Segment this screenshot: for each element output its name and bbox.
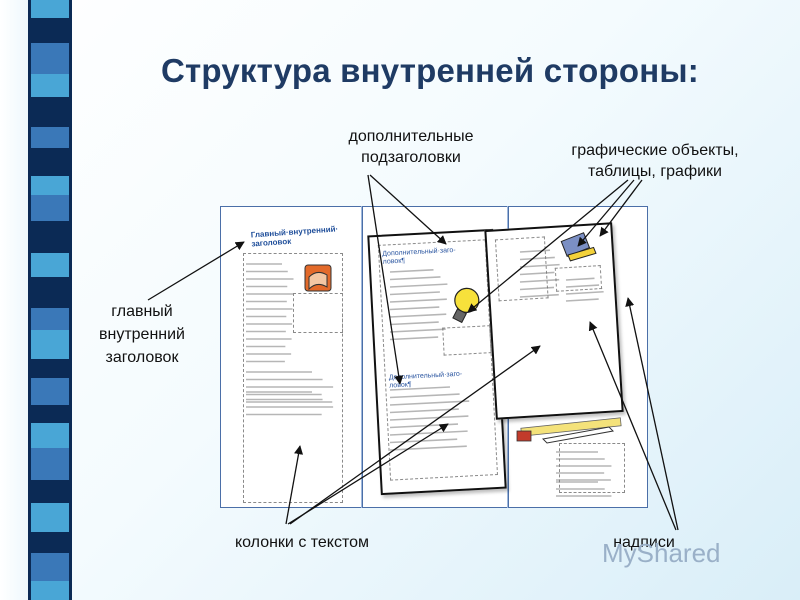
text-column-right — [494, 236, 549, 302]
stripe-segment — [31, 479, 69, 503]
caption-box-middle — [442, 325, 492, 356]
stripe-segment — [31, 553, 69, 582]
caption-box-left — [293, 293, 343, 333]
decorative-stripe — [28, 0, 72, 600]
stripe-segment — [31, 17, 69, 43]
stripe-segment — [31, 532, 69, 554]
brochure-main-heading: Главный·внутренний· заголовок — [250, 224, 339, 249]
stripe-segment — [31, 0, 69, 18]
stripe-segment — [31, 127, 69, 148]
text-column-middle — [377, 239, 498, 481]
label-additional-subheadings: дополнительные подзаголовки — [348, 128, 474, 166]
pencil-ruler-icon — [516, 417, 622, 444]
caption-box-bottom-right — [559, 443, 625, 493]
stripe-segment — [31, 405, 69, 424]
stripe-segment — [31, 581, 69, 600]
computer-icon — [560, 232, 597, 262]
brochure-sheet-right — [484, 222, 624, 420]
label-main-inner-heading: главный внутренний заголовок — [98, 303, 185, 366]
left-margin-shade — [0, 0, 28, 600]
stripe-segment — [31, 74, 69, 98]
stripe-segment — [31, 358, 69, 379]
caption-box-right — [554, 265, 603, 292]
stripe-segment — [31, 502, 69, 533]
stripe-segment — [31, 194, 69, 221]
slide-title: Структура внутренней стороны: — [161, 52, 699, 89]
stripe-segment — [31, 42, 69, 75]
stripe-segment — [31, 307, 69, 330]
stripe-segment — [31, 329, 69, 359]
label-captions: надписи — [613, 534, 675, 551]
stripe-segment — [31, 253, 69, 278]
stripe-segment — [31, 423, 69, 448]
stripe-segment — [31, 147, 69, 176]
stripe-segment — [31, 97, 69, 128]
stripe-segment — [31, 277, 69, 308]
lightbulb-icon — [452, 287, 480, 324]
stripe-segment — [31, 378, 69, 406]
stripe-segment — [31, 220, 69, 254]
stripe-segment — [31, 448, 69, 480]
stripe-segment — [31, 175, 69, 195]
book-icon — [304, 264, 332, 292]
label-graphic-objects: графические объекты, таблицы, графики — [571, 142, 739, 180]
label-text-columns: колонки с текстом — [234, 534, 370, 551]
brochure-panel-left: Главный·внутренний· заголовок — [220, 206, 362, 508]
myshared-watermark: MyShared — [602, 538, 721, 568]
